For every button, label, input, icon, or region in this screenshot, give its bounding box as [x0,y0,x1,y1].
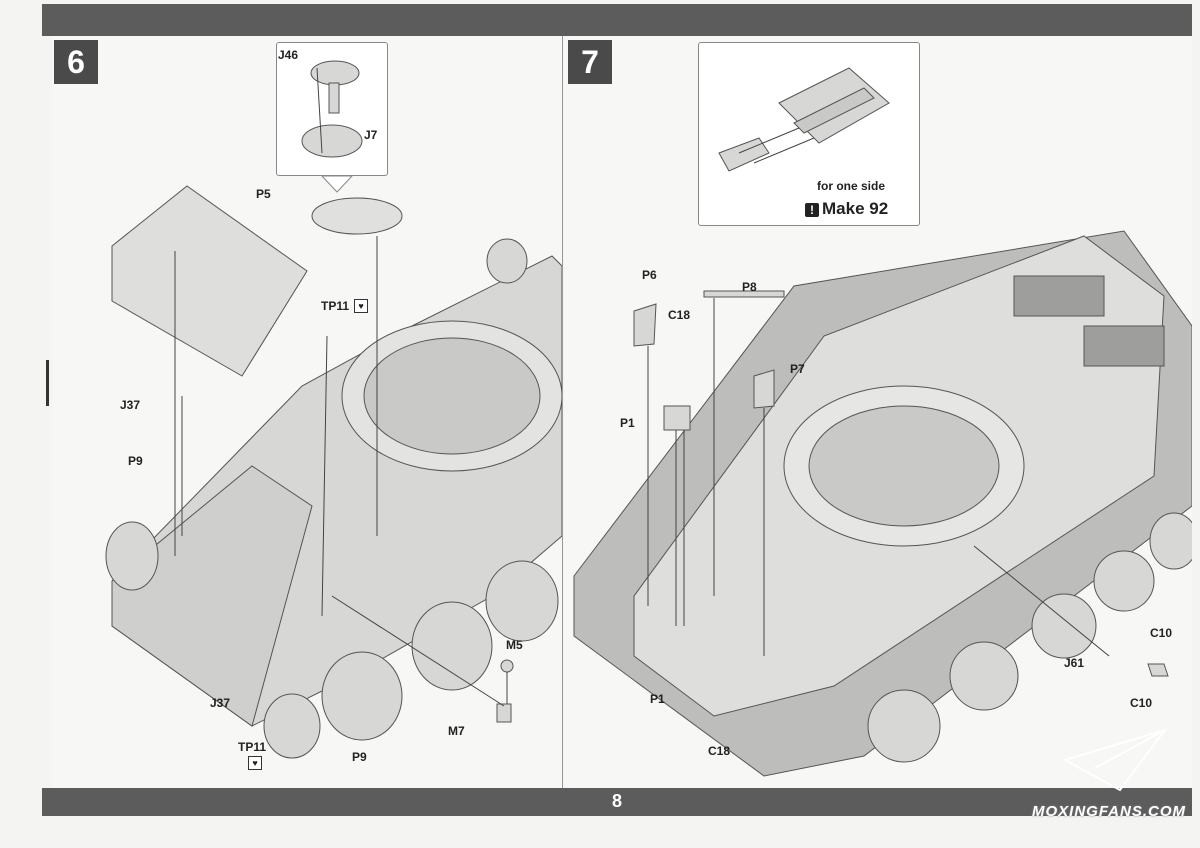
label-TP11-top: TP11 [321,299,350,313]
step-7-illustration [573,230,1192,777]
glue-icon: ♥ [248,756,262,770]
label-M5: M5 [506,638,523,652]
label-P9-left: P9 [128,454,143,468]
label-J37-top: J37 [120,398,141,412]
step-6-illustration [105,175,562,759]
label-P6: P6 [642,268,657,282]
step-6-callout [276,42,388,176]
step-7-badge: 7 [568,40,612,84]
label-P7: P7 [790,362,805,376]
label-C10-top: C10 [1150,626,1173,640]
label-TP11-bottom: TP11 [238,740,267,754]
step-7-callout: for one side !Make 92 [698,42,920,226]
label-C18-top: C18 [668,308,691,322]
label-P8: P8 [742,280,757,294]
label-M7: M7 [448,724,465,738]
step-6-badge: 6 [54,40,98,84]
track-link-drawing [718,67,890,172]
step-7-panel: 7 [564,36,1192,788]
step-6-callout-drawing [301,60,363,158]
label-P1-top: P1 [620,416,635,430]
label-J46: J46 [278,48,299,62]
step-6-panel: 6 [52,36,563,788]
binding-mark [46,360,49,406]
top-bar [42,4,1192,36]
exclamation-icon: ! [805,202,819,217]
label-J7: J7 [364,128,378,142]
bottom-bar: 8 [42,788,1192,816]
label-C18-bottom: C18 [708,744,731,758]
label-J61: J61 [1064,656,1085,670]
label-C10-bottom: C10 [1130,696,1153,710]
watermark: MOXINGFANS.COM [1031,803,1186,820]
label-P5: P5 [256,187,271,201]
make-count-text: Make 92 [822,199,889,218]
label-P9-bottom: P9 [352,750,367,764]
make-count: !Make 92 [805,199,888,219]
label-P1-bottom: P1 [650,692,665,706]
label-J37-bottom: J37 [210,696,231,710]
for-one-side-text: for one side [817,179,886,193]
page-number: 8 [611,791,622,811]
glue-icon: ♥ [354,299,368,313]
